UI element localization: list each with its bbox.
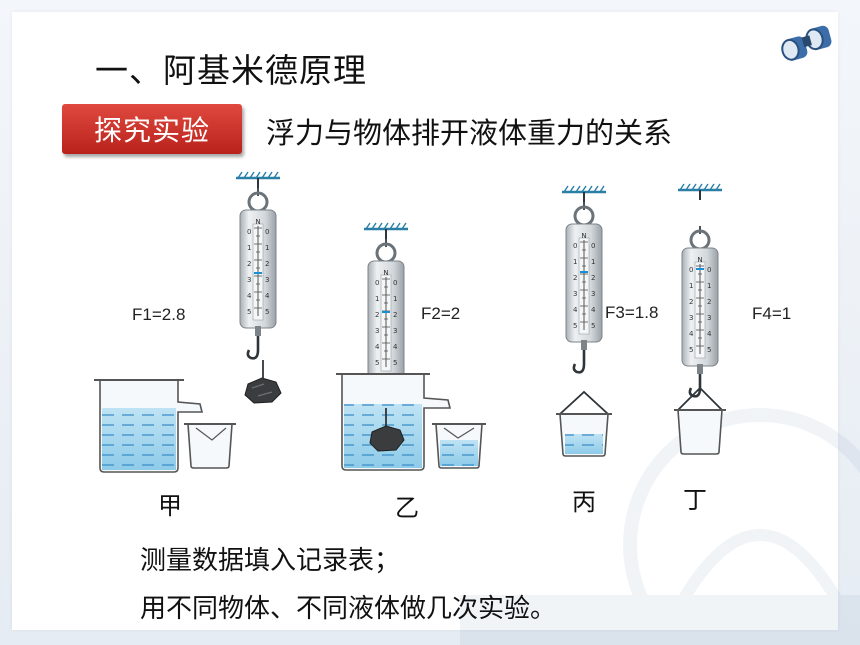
note-line-2: 用不同物体、不同液体做几次实验。 bbox=[140, 594, 557, 624]
svg-text:3: 3 bbox=[573, 290, 577, 298]
svg-text:0: 0 bbox=[247, 228, 251, 236]
scale-1-ticks: 0 1 2 3 4 5 0 1 2 3 4 5 bbox=[247, 228, 270, 316]
spring-scale-2: N 0 1 2 3 4 5 0 1 2 3 4 5 bbox=[362, 221, 410, 411]
reading-f2: F2=2 bbox=[421, 304, 461, 323]
svg-text:3: 3 bbox=[265, 276, 269, 284]
svg-text:2: 2 bbox=[689, 298, 693, 306]
svg-text:1: 1 bbox=[265, 244, 269, 252]
svg-text:2: 2 bbox=[573, 274, 577, 282]
svg-text:5: 5 bbox=[591, 322, 595, 330]
svg-text:1: 1 bbox=[689, 282, 693, 290]
svg-text:N: N bbox=[383, 269, 388, 277]
svg-text:1: 1 bbox=[591, 258, 595, 266]
svg-text:4: 4 bbox=[591, 306, 596, 314]
svg-text:3: 3 bbox=[375, 327, 379, 335]
svg-text:1: 1 bbox=[393, 295, 397, 303]
svg-text:2: 2 bbox=[247, 260, 251, 268]
svg-text:3: 3 bbox=[707, 314, 711, 322]
svg-text:5: 5 bbox=[375, 359, 379, 367]
rock-2 bbox=[369, 425, 405, 452]
svg-text:2: 2 bbox=[591, 274, 595, 282]
svg-text:0: 0 bbox=[707, 266, 711, 274]
svg-text:5: 5 bbox=[265, 308, 269, 316]
background-watermark bbox=[460, 408, 860, 645]
experiment-badge: 探究实验 bbox=[62, 104, 242, 154]
svg-text:1: 1 bbox=[573, 258, 577, 266]
binoculars-icon bbox=[781, 25, 832, 61]
svg-text:2: 2 bbox=[393, 311, 397, 319]
svg-text:0: 0 bbox=[393, 279, 397, 287]
svg-text:3: 3 bbox=[591, 290, 595, 298]
svg-text:5: 5 bbox=[689, 346, 693, 354]
empty-bucket bbox=[674, 386, 726, 455]
caption-yi: 乙 bbox=[395, 494, 419, 522]
svg-text:4: 4 bbox=[393, 343, 398, 351]
catch-bucket-2 bbox=[432, 423, 486, 469]
spring-scale-3: N 0 1 2 3 4 5 0 1 2 3 4 5 bbox=[560, 184, 608, 374]
scale-unit-1: N bbox=[255, 218, 260, 226]
svg-text:0: 0 bbox=[265, 228, 269, 236]
note-line-1: 测量数据填入记录表； bbox=[140, 546, 401, 576]
spring-scale-4: N 0 1 2 3 4 5 0 1 2 3 4 5 bbox=[676, 182, 724, 398]
svg-text:1: 1 bbox=[375, 295, 379, 303]
overflow-beaker-1 bbox=[94, 379, 204, 473]
svg-text:4: 4 bbox=[689, 330, 694, 338]
bucket-with-water bbox=[556, 390, 612, 457]
svg-text:5: 5 bbox=[707, 346, 711, 354]
svg-text:4: 4 bbox=[265, 292, 270, 300]
svg-text:1: 1 bbox=[247, 244, 251, 252]
svg-text:3: 3 bbox=[393, 327, 397, 335]
reading-f1: F1=2.8 bbox=[132, 305, 186, 324]
svg-text:0: 0 bbox=[689, 266, 693, 274]
reading-f3: F3=1.8 bbox=[605, 303, 659, 322]
svg-text:2: 2 bbox=[265, 260, 269, 268]
page-title: 一、阿基米德原理 bbox=[95, 51, 367, 90]
svg-text:N: N bbox=[581, 232, 586, 240]
rock-1 bbox=[244, 377, 282, 404]
svg-text:0: 0 bbox=[375, 279, 379, 287]
experiment-subtitle: 浮力与物体排开液体重力的关系 bbox=[266, 116, 673, 150]
svg-text:2: 2 bbox=[375, 311, 379, 319]
reading-f4: F4=1 bbox=[752, 304, 792, 323]
svg-text:N: N bbox=[697, 256, 702, 264]
caption-jia: 甲 bbox=[158, 492, 182, 520]
svg-text:4: 4 bbox=[247, 292, 252, 300]
svg-text:5: 5 bbox=[247, 308, 251, 316]
caption-bing: 丙 bbox=[572, 488, 596, 516]
caption-ding: 丁 bbox=[683, 486, 707, 514]
spring-scale-1: N 0 1 2 3 4 5 0 1 2 3 4 5 bbox=[234, 170, 282, 360]
svg-text:4: 4 bbox=[707, 330, 712, 338]
svg-text:2: 2 bbox=[707, 298, 711, 306]
svg-text:5: 5 bbox=[573, 322, 577, 330]
svg-text:0: 0 bbox=[573, 242, 577, 250]
svg-text:4: 4 bbox=[573, 306, 578, 314]
svg-text:0: 0 bbox=[591, 242, 595, 250]
svg-text:1: 1 bbox=[707, 282, 711, 290]
overflow-beaker-2 bbox=[336, 373, 452, 471]
svg-text:5: 5 bbox=[393, 359, 397, 367]
svg-text:4: 4 bbox=[375, 343, 380, 351]
catch-bucket-1 bbox=[184, 423, 236, 469]
svg-text:3: 3 bbox=[689, 314, 693, 322]
svg-text:3: 3 bbox=[247, 276, 251, 284]
